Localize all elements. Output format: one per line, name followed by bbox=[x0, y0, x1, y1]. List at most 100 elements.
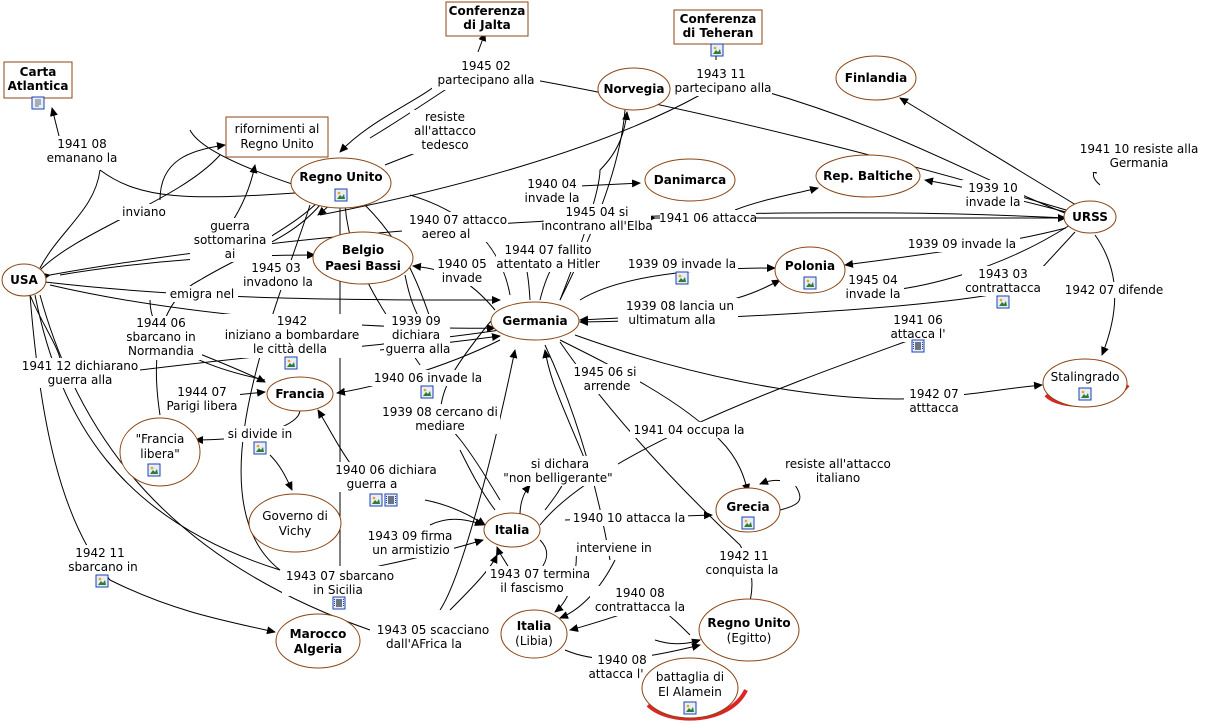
label-invade-fra: 1940 06 invade la bbox=[374, 371, 482, 385]
edge-usa-dich bbox=[29, 294, 61, 361]
node-usa[interactable]: USA bbox=[1, 263, 47, 297]
edge-scacciano-ger bbox=[439, 349, 518, 611]
label-attacca-gr: 1940 10 attacca la bbox=[573, 511, 686, 525]
edge-usa-sicilia bbox=[34, 294, 281, 571]
svg-text:Polonia: Polonia bbox=[785, 259, 835, 273]
label-inviano: inviano bbox=[122, 205, 166, 219]
edge-usa-invadono bbox=[44, 281, 501, 304]
edge-ger-pol bbox=[579, 264, 776, 301]
node-italia-libia[interactable]: Italia(Libia) bbox=[500, 609, 568, 659]
svg-text:Grecia: Grecia bbox=[726, 500, 769, 514]
node-francia[interactable]: Francia bbox=[266, 376, 334, 412]
label-invade-pol: 1939 09 invade la bbox=[628, 257, 736, 271]
node-polonia[interactable]: Polonia bbox=[774, 246, 846, 294]
svg-text:Francia: Francia bbox=[275, 387, 324, 401]
edge-ultimatum-ger bbox=[579, 315, 621, 324]
node-regno-unito[interactable]: Regno Unito bbox=[290, 157, 392, 209]
image-icon bbox=[147, 463, 161, 477]
edge-fra-vichy bbox=[269, 454, 293, 491]
edge-nonbell bbox=[519, 484, 531, 516]
label-emigra: emigra nel bbox=[170, 287, 234, 301]
svg-text:Regno Unito: Regno Unito bbox=[299, 170, 382, 184]
edge-uk-rif bbox=[189, 129, 296, 186]
edge-ger-balt bbox=[734, 186, 819, 211]
image-icon bbox=[741, 516, 755, 530]
svg-text:Norvegia: Norvegia bbox=[604, 82, 665, 96]
edge-ger-dan bbox=[579, 179, 641, 188]
image-icon bbox=[683, 701, 697, 715]
label-occupa: 1941 04 occupa la bbox=[633, 423, 744, 437]
doc-icon bbox=[31, 96, 45, 110]
node-regno-unito-egitto[interactable]: Regno Unito(Egitto) bbox=[698, 598, 800, 662]
label-difende: 1942 07 difende bbox=[1065, 283, 1164, 297]
edge-carta-arrow bbox=[50, 107, 61, 141]
svg-text:Rep. Baltiche: Rep. Baltiche bbox=[823, 169, 913, 183]
edge-scacciano-it bbox=[449, 554, 498, 611]
label-urss-pol: 1939 09 invade la bbox=[908, 237, 1016, 251]
edge-alam bbox=[654, 638, 701, 647]
edge-usa-carta bbox=[39, 169, 101, 269]
edge-urss-contr bbox=[1039, 231, 1076, 271]
node-italia[interactable]: Italia bbox=[483, 512, 541, 548]
node-stalingrado[interactable]: Stalingrado bbox=[1042, 358, 1130, 408]
edge-it-urss bbox=[539, 339, 911, 526]
node-germania[interactable]: Germania bbox=[490, 301, 580, 341]
edge-teheran-uk bbox=[319, 94, 701, 216]
image-icon bbox=[1078, 387, 1092, 401]
edge-inviano bbox=[159, 142, 226, 201]
node-finlandia[interactable]: Finlandia bbox=[835, 55, 917, 101]
edge-ultimatum-pol bbox=[729, 279, 781, 301]
node-norvegia[interactable]: Norvegia bbox=[597, 67, 671, 111]
node-rep-baltiche[interactable]: Rep. Baltiche bbox=[815, 154, 921, 198]
edge-termina bbox=[539, 539, 548, 571]
edge-usa-urss bbox=[41, 212, 1067, 281]
svg-text:Regno Unito(Egitto): Regno Unito(Egitto) bbox=[707, 616, 790, 645]
node-grecia[interactable]: Grecia bbox=[715, 487, 781, 533]
svg-text:Italia(Libia): Italia(Libia) bbox=[515, 619, 553, 648]
edge-usa-scacciano bbox=[39, 294, 371, 631]
edge-urss-fin bbox=[899, 97, 1077, 206]
node-danimarca[interactable]: Danimarca bbox=[644, 158, 736, 202]
edge-dich-fra bbox=[317, 409, 356, 471]
node-urss[interactable]: URSS bbox=[1063, 200, 1117, 234]
